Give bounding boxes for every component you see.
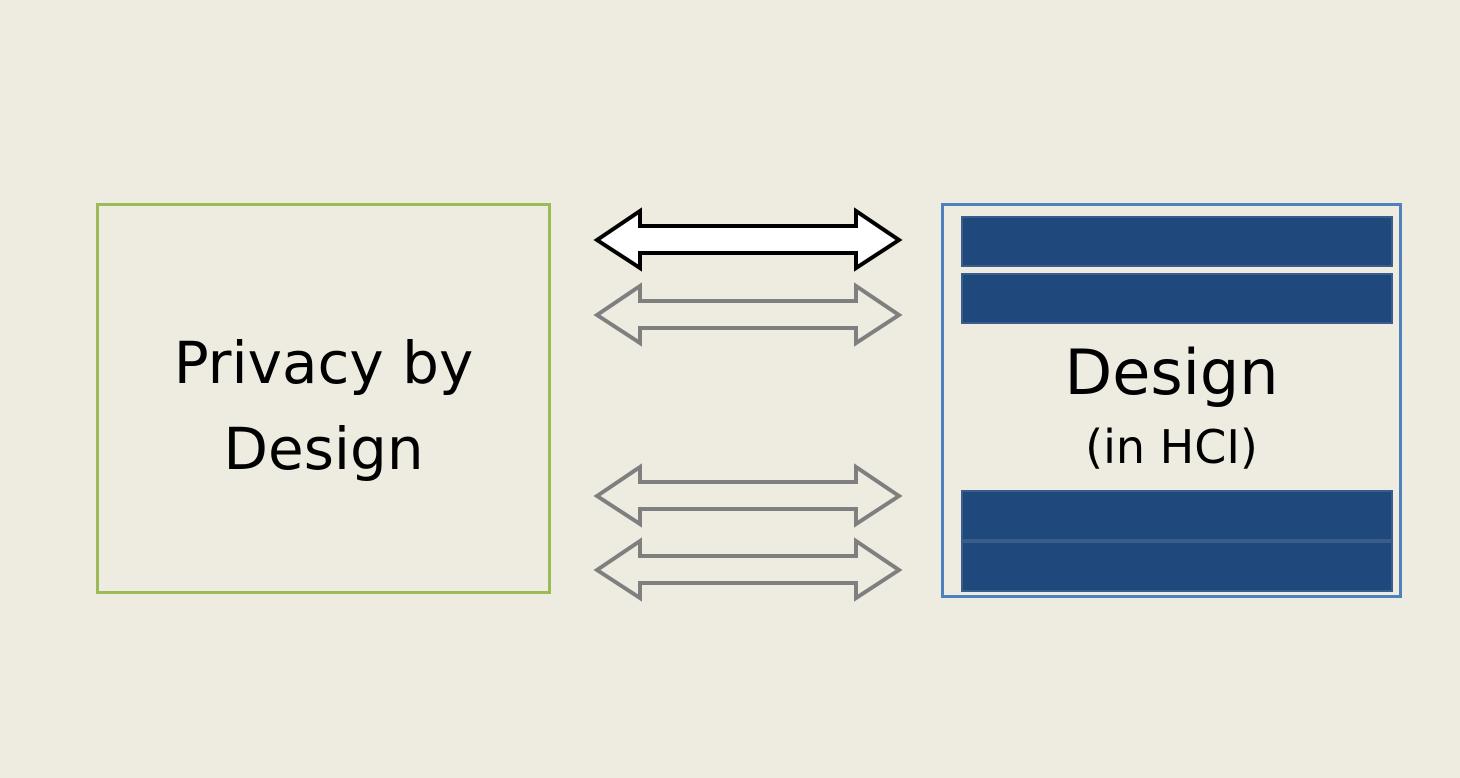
design-subtitle: (in HCI) [1085, 420, 1258, 474]
privacy-by-design-label: Privacy by Design [174, 320, 474, 492]
design-bar-4 [961, 541, 1393, 592]
double-arrow-icon-4 [593, 537, 903, 602]
double-arrow-icon-3 [593, 463, 903, 528]
design-bar-2 [961, 273, 1393, 324]
design-bar-1 [961, 216, 1393, 267]
privacy-by-design-line1: Privacy by [173, 328, 474, 397]
design-in-hci-box: Design (in HCI) [941, 203, 1402, 598]
double-arrow-icon-1 [593, 207, 903, 272]
double-arrow-icon-2 [593, 282, 903, 347]
privacy-by-design-box: Privacy by Design [96, 203, 551, 594]
design-title: Design [1064, 336, 1279, 409]
design-bar-3 [961, 490, 1393, 541]
privacy-by-design-line2: Design [223, 414, 424, 483]
